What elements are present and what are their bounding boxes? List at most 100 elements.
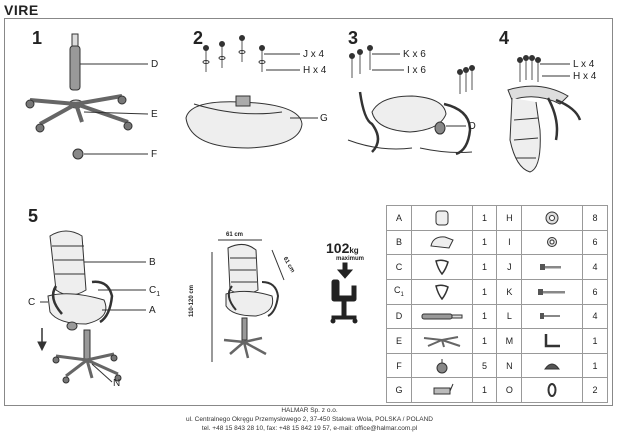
armrest-icon [410, 254, 473, 280]
part-key: I [496, 229, 523, 256]
footer-contact: tel. +48 15 843 28 10, fax: +48 15 842 1… [201, 425, 418, 432]
label-n: N [113, 378, 121, 389]
ring-icon [521, 377, 584, 403]
step-number-1: 1 [32, 28, 43, 48]
parts-row: D 1 L 4 [386, 303, 608, 330]
part-key-subscript: 1 [400, 292, 404, 299]
part-qty: 1 [471, 328, 498, 354]
part-key-text: F [396, 360, 402, 371]
part-qty: 1 [471, 278, 498, 305]
label-j-x4: J x 4 [303, 49, 325, 60]
label-f: F [151, 149, 158, 160]
part-key: C1 [386, 278, 412, 305]
label-h-x4: H x 4 [303, 65, 327, 76]
mechanism-icon [410, 377, 473, 403]
label-l-x4: L x 4 [573, 59, 595, 70]
part-qty: 2 [582, 377, 608, 403]
instruction-frame [4, 18, 613, 406]
washer-large-icon [521, 205, 584, 231]
part-key: G [386, 377, 412, 403]
footer-company: HALMAR Sp. z o.o. [281, 407, 338, 414]
part-key: O [496, 377, 523, 403]
part-qty-text: 4 [592, 262, 598, 273]
part-key-text: D [395, 311, 403, 322]
part-key-text: B [395, 237, 402, 248]
part-qty-text: 8 [592, 212, 598, 223]
part-qty: 1 [471, 229, 498, 256]
part-qty: 6 [582, 278, 608, 305]
part-qty: 1 [582, 352, 608, 379]
washer-small-icon [521, 229, 584, 256]
part-key-text: J [507, 262, 512, 273]
seat-icon [410, 205, 473, 231]
parts-row: A 1 H 8 [386, 205, 608, 231]
part-key: M [496, 328, 523, 354]
label-c: C [28, 297, 36, 308]
part-qty: 1 [471, 205, 498, 231]
capacity-value: 102kg [326, 240, 359, 256]
backrest-icon [410, 229, 473, 256]
part-qty: 1 [471, 377, 498, 403]
screw-icon [521, 303, 584, 330]
part-key: N [496, 352, 523, 379]
hex-key-icon [521, 328, 584, 354]
part-key-text: M [505, 335, 514, 346]
part-key: K [496, 278, 523, 305]
part-qty-text: 1 [482, 286, 488, 297]
part-qty-text: 1 [482, 311, 488, 322]
part-qty-text: 6 [592, 237, 598, 248]
part-key-text: O [505, 385, 513, 396]
part-key-text: G [395, 385, 403, 396]
part-qty: 1 [471, 254, 498, 280]
part-key: J [496, 254, 523, 280]
armrest-icon [410, 278, 473, 305]
label-b: B [149, 257, 156, 268]
part-qty-text: 1 [482, 237, 488, 248]
bolt-icon [521, 254, 584, 280]
part-key: H [496, 205, 523, 231]
part-qty-text: 6 [592, 286, 598, 297]
part-qty-text: 1 [482, 262, 488, 273]
part-key-text: I [508, 237, 511, 248]
parts-row: B 1 I 6 [386, 229, 608, 256]
cover-icon [521, 352, 584, 379]
part-qty-text: 1 [592, 335, 598, 346]
part-key: L [496, 303, 523, 330]
part-key: F [386, 352, 412, 379]
part-qty: 4 [582, 254, 608, 280]
step-number-2: 2 [193, 28, 204, 48]
long-bolt-icon [521, 278, 584, 305]
part-key-text: H [506, 212, 513, 223]
part-key: B [386, 229, 412, 256]
part-key-text: L [506, 311, 512, 322]
part-key-text: A [395, 212, 402, 223]
part-key: E [386, 328, 412, 354]
gas-lift-icon [410, 303, 473, 330]
label-a: A [149, 305, 156, 316]
step-number-5: 5 [28, 206, 39, 226]
part-qty-text: 4 [592, 311, 598, 322]
part-qty: 1 [471, 303, 498, 330]
footer-address: ul. Centralnego Okręgu Przemysłowego 2, … [185, 416, 433, 423]
part-key: D [386, 303, 412, 330]
part-qty-text: 2 [592, 385, 598, 396]
base-icon [410, 328, 473, 354]
dim-width: 61 cm [226, 232, 244, 238]
part-qty-text: 1 [482, 212, 488, 223]
caster-icon [410, 352, 473, 379]
part-qty: 4 [582, 303, 608, 330]
part-key-text: K [506, 286, 513, 297]
part-key-text: N [506, 360, 513, 371]
